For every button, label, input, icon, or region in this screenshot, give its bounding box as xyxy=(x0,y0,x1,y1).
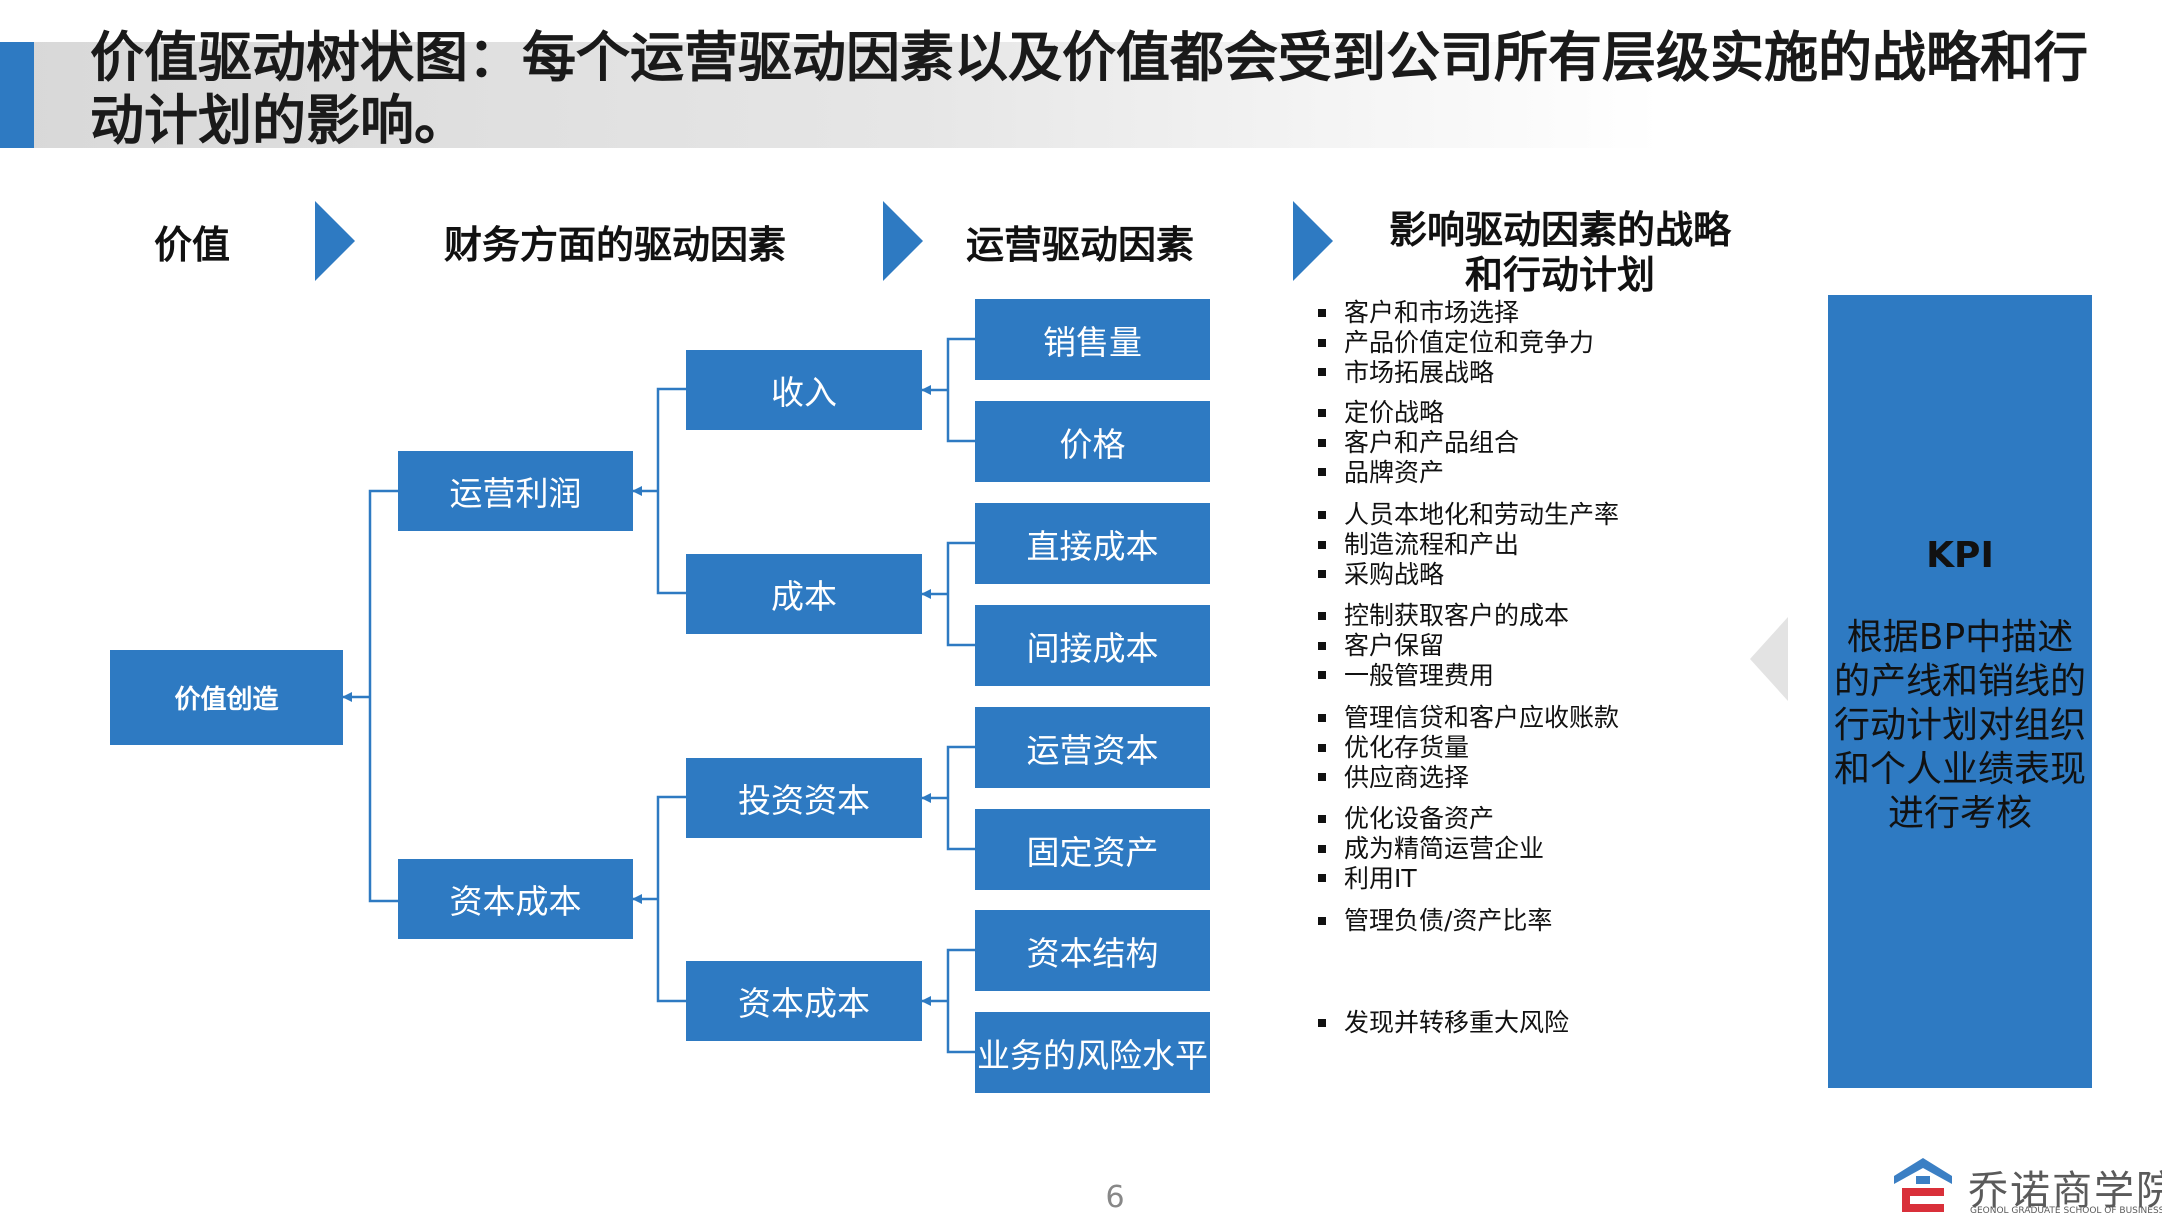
header-strategy-line1: 影响驱动因素的战略 xyxy=(1388,208,1731,252)
bullet-square-icon xyxy=(1318,916,1326,925)
list-item: 人员本地化和劳动生产率 xyxy=(1318,500,1619,530)
list-item: 控制获取客户的成本 xyxy=(1318,601,1569,631)
list-item: 优化存货量 xyxy=(1318,733,1619,763)
bullet-square-icon xyxy=(1318,1018,1326,1027)
list-item: 利用IT xyxy=(1318,864,1544,894)
bullet-square-icon xyxy=(1318,874,1326,883)
bullet-square-icon xyxy=(1318,844,1326,853)
bullet-group: 管理负债/资产比率 xyxy=(1318,906,1552,936)
list-item: 客户保留 xyxy=(1318,631,1569,661)
title-accent-bar xyxy=(0,42,34,148)
node-capital-cost: 资本成本 xyxy=(686,961,922,1041)
list-item: 客户和市场选择 xyxy=(1318,298,1594,328)
school-logo-icon xyxy=(1894,1158,1952,1212)
node-invested-capital: 投资资本 xyxy=(686,758,922,838)
node-price: 价格 xyxy=(975,401,1210,482)
node-cost: 成本 xyxy=(686,554,922,634)
title-band xyxy=(0,42,1660,148)
list-item: 成为精简运营企业 xyxy=(1318,834,1544,864)
node-indirect-cost: 间接成本 xyxy=(975,605,1210,686)
connector xyxy=(946,337,975,443)
bullet-square-icon xyxy=(1318,438,1326,447)
header-financial-drivers: 财务方面的驱动因素 xyxy=(443,223,786,267)
bullet-group: 控制获取客户的成本 客户保留 一般管理费用 xyxy=(1318,601,1569,690)
chevron-right-icon xyxy=(315,201,355,281)
triangle-left-icon xyxy=(1750,617,1788,701)
bullet-square-icon xyxy=(1318,814,1326,823)
node-value-creation: 价值创造 xyxy=(110,650,343,745)
node-operating-profit: 运营利润 xyxy=(398,451,633,531)
bullet-group: 定价战略 客户和产品组合 品牌资产 xyxy=(1318,398,1519,487)
connector xyxy=(946,745,975,851)
bullet-square-icon xyxy=(1318,540,1326,549)
list-item: 供应商选择 xyxy=(1318,763,1619,793)
bullet-square-icon xyxy=(1318,368,1326,377)
kpi-description: 根据BP中描述的产线和销线的行动计划对组织和个人业绩表现进行考核 xyxy=(1833,617,2086,834)
node-revenue: 收入 xyxy=(686,350,922,430)
connector xyxy=(946,541,975,647)
bullet-group: 优化设备资产 成为精简运营企业 利用IT xyxy=(1318,804,1544,893)
list-item: 管理信贷和客户应收账款 xyxy=(1318,703,1619,733)
bullet-group: 人员本地化和劳动生产率 制造流程和产出 采购战略 xyxy=(1318,500,1619,589)
bullet-square-icon xyxy=(1318,773,1326,782)
chevron-right-icon xyxy=(883,201,923,281)
node-working-capital: 运营资本 xyxy=(975,707,1210,788)
bullet-group: 管理信贷和客户应收账款 优化存货量 供应商选择 xyxy=(1318,703,1619,792)
bullet-square-icon xyxy=(1318,713,1326,722)
bullet-square-icon xyxy=(1318,510,1326,519)
kpi-panel: KPI 根据BP中描述的产线和销线的行动计划对组织和个人业绩表现进行考核 xyxy=(1828,295,2092,1088)
bullet-square-icon xyxy=(1318,671,1326,680)
school-logo-subtitle: GEONOL GRADUATE SCHOOL OF BUSINESS xyxy=(1970,1206,2162,1216)
bullet-group: 客户和市场选择 产品价值定位和竞争力 市场拓展战略 xyxy=(1318,298,1594,387)
school-logo-name: 乔诺商学院 xyxy=(1968,1168,2162,1214)
node-cost-of-capital: 资本成本 xyxy=(398,859,633,939)
bullet-square-icon xyxy=(1318,743,1326,752)
list-item: 制造流程和产出 xyxy=(1318,530,1619,560)
list-item: 客户和产品组合 xyxy=(1318,428,1519,458)
list-item: 管理负债/资产比率 xyxy=(1318,906,1552,936)
node-business-risk: 业务的风险水平 xyxy=(975,1012,1210,1093)
header-value: 价值 xyxy=(153,223,230,267)
node-sales-volume: 销售量 xyxy=(975,299,1210,380)
node-fixed-assets: 固定资产 xyxy=(975,809,1210,890)
list-item: 市场拓展战略 xyxy=(1318,358,1594,388)
bullet-square-icon xyxy=(1318,570,1326,579)
bullet-square-icon xyxy=(1318,611,1326,620)
connector xyxy=(368,489,398,903)
list-item: 一般管理费用 xyxy=(1318,661,1569,691)
bullet-square-icon xyxy=(1318,408,1326,417)
bullet-square-icon xyxy=(1318,641,1326,650)
bullet-square-icon xyxy=(1318,468,1326,477)
node-direct-cost: 直接成本 xyxy=(975,503,1210,584)
list-item: 发现并转移重大风险 xyxy=(1318,1008,1569,1038)
connector xyxy=(656,387,686,595)
list-item: 定价战略 xyxy=(1318,398,1519,428)
connector xyxy=(656,795,686,1003)
connector xyxy=(946,948,975,1054)
bullet-group: 发现并转移重大风险 xyxy=(1318,1008,1569,1038)
bullet-square-icon xyxy=(1318,308,1326,317)
page-number: 6 xyxy=(1105,1180,1125,1215)
header-strategy: 影响驱动因素的战略 和行动计划 xyxy=(1360,208,1760,298)
bullet-square-icon xyxy=(1318,338,1326,347)
list-item: 产品价值定位和竞争力 xyxy=(1318,328,1594,358)
node-capital-structure: 资本结构 xyxy=(975,910,1210,991)
page-title: 价值驱动树状图：每个运营驱动因素以及价值都会受到公司所有层级实施的战略和行动计划… xyxy=(90,26,2088,152)
header-strategy-line2: 和行动计划 xyxy=(1464,253,1655,297)
list-item: 优化设备资产 xyxy=(1318,804,1544,834)
kpi-title: KPI xyxy=(1926,535,1994,576)
list-item: 品牌资产 xyxy=(1318,458,1519,488)
list-item: 采购战略 xyxy=(1318,560,1619,590)
header-operational-drivers: 运营驱动因素 xyxy=(965,223,1194,267)
chevron-right-icon xyxy=(1293,201,1333,281)
